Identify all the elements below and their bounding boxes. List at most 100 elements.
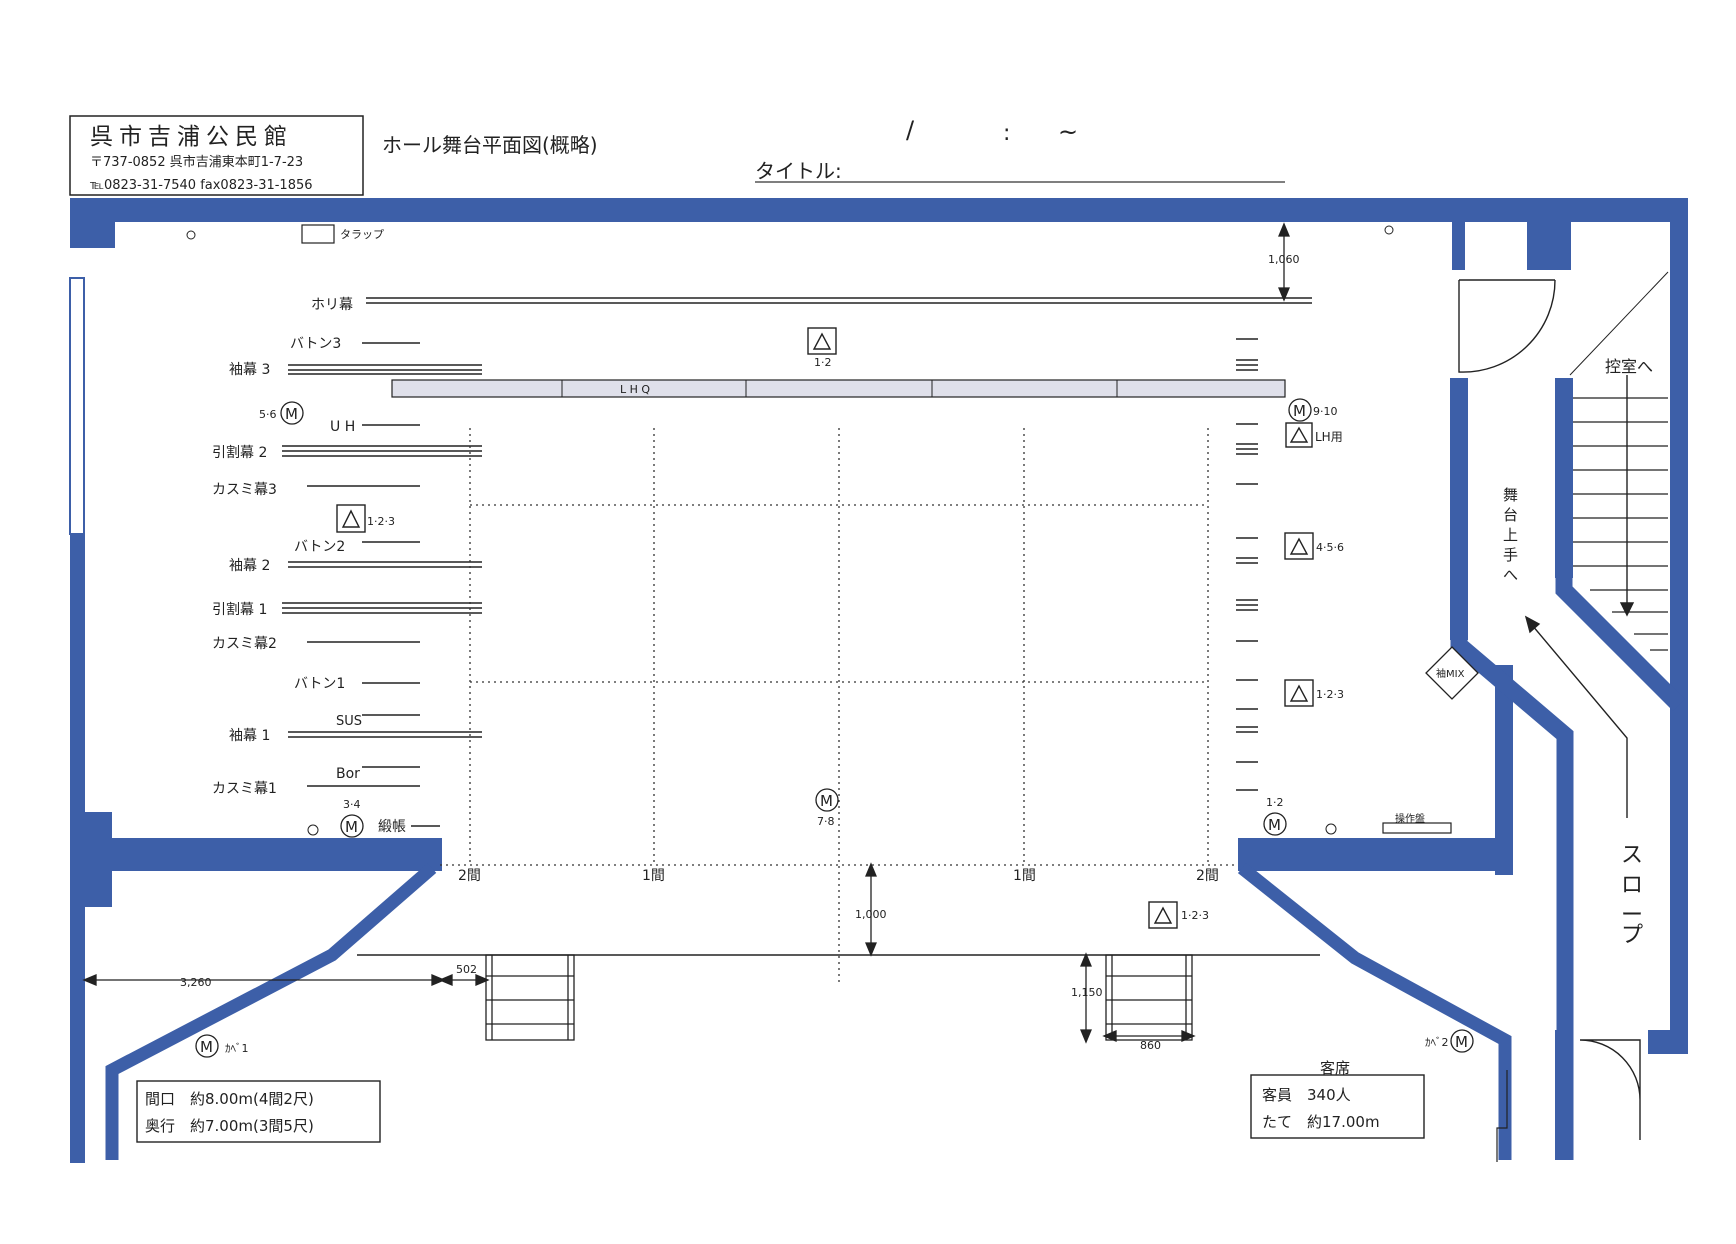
walls bbox=[70, 198, 1688, 1163]
dim-1000-arrow bbox=[865, 862, 877, 957]
far-right-wall bbox=[1670, 198, 1688, 1054]
slope-char-4: プ bbox=[1621, 923, 1643, 948]
lhq-dividers bbox=[561, 380, 1118, 397]
slope-char-2: ロ bbox=[1621, 873, 1643, 898]
dim-502-arrow bbox=[438, 974, 490, 986]
console-label: 操作盤 bbox=[1395, 812, 1425, 825]
title-field-label: タイトル: bbox=[755, 159, 842, 183]
kasumi1-label: カスミ幕1 bbox=[212, 781, 277, 797]
stage-size-box bbox=[136, 1080, 381, 1143]
hall-capacity: 客員 340人 bbox=[1262, 1086, 1351, 1104]
date-slash: / bbox=[906, 116, 915, 144]
m-outlet-9-10: M bbox=[1288, 398, 1312, 422]
triangle-box-lh bbox=[1285, 422, 1313, 448]
stairs bbox=[1573, 397, 1668, 651]
m-outlet-7-8: M bbox=[815, 788, 839, 812]
horizon-label: ホリ幕 bbox=[311, 297, 353, 313]
kasumi2-label: カスミ幕2 bbox=[212, 636, 277, 652]
dim-860: 860 bbox=[1140, 1039, 1161, 1052]
angled-walls bbox=[105, 570, 1686, 1160]
m-letter: M bbox=[1268, 816, 1281, 834]
sode3-label: 袖幕 3 bbox=[229, 362, 270, 378]
front-stairs-left bbox=[485, 954, 575, 1041]
kamimix-label: 袖MIX bbox=[1436, 667, 1465, 680]
dim-1150-arrow bbox=[1080, 952, 1092, 1044]
slope-arrow bbox=[1524, 615, 1628, 818]
triangle-1-2-top-label: 1·2 bbox=[814, 356, 832, 369]
dim-860-arrow bbox=[1102, 1030, 1196, 1042]
triangle-1-2-3-right-label: 1·2·3 bbox=[1316, 688, 1344, 701]
slope-char-3: ー bbox=[1621, 903, 1643, 928]
left-window bbox=[69, 277, 85, 535]
m-outlet-5-6-label: 5·6 bbox=[259, 408, 277, 421]
slope-char-1: ス bbox=[1621, 843, 1643, 868]
hall-length: たて 約17.00m bbox=[1262, 1113, 1380, 1131]
m-outlet-kabe2-label: ｶﾍﾞ2 bbox=[1425, 1036, 1449, 1049]
m-outlet-kabe1: M bbox=[195, 1034, 219, 1058]
m-letter: M bbox=[345, 818, 358, 836]
hikaeshitsu-label: 控室へ bbox=[1605, 357, 1653, 376]
batten3-label: バトン3 bbox=[290, 336, 341, 352]
dim-1060-arrow bbox=[1278, 222, 1290, 302]
triangle-1-2-3-left-label: 1·2·3 bbox=[367, 515, 395, 528]
dim-3260: 3,260 bbox=[180, 976, 212, 989]
m-outlet-kabe1-label: ｶﾍﾞ1 bbox=[225, 1042, 249, 1055]
tarappu-box bbox=[301, 224, 335, 244]
stage-width: 間口 約8.00m(4間2尺) bbox=[145, 1090, 314, 1108]
far-right-bottom bbox=[1648, 1030, 1688, 1054]
uh-label: U H bbox=[330, 419, 355, 435]
outlet-icon-left-front bbox=[307, 824, 319, 836]
batten1-label: バトン1 bbox=[294, 676, 345, 692]
dim-502: 502 bbox=[456, 963, 477, 976]
proscenium-right bbox=[1238, 838, 1510, 871]
kamite-char-1: 舞 bbox=[1503, 486, 1518, 504]
outlet-icon-top-right bbox=[1384, 225, 1394, 235]
stair-hatch bbox=[1569, 271, 1669, 376]
kamite-char-2: 台 bbox=[1503, 506, 1518, 524]
batten2-label: バトン2 bbox=[294, 539, 345, 555]
bor-label: Bor bbox=[336, 766, 360, 782]
hikiwari1-label: 引割幕 1 bbox=[212, 601, 267, 618]
m-outlet-7-8-label: 7·8 bbox=[817, 815, 835, 828]
dim-1060: 1,060 bbox=[1268, 253, 1300, 266]
stairs-diagonal-wall bbox=[1555, 570, 1686, 712]
time-colon: : bbox=[1003, 121, 1010, 146]
kamite-char-5: へ bbox=[1503, 566, 1518, 584]
outlet-icon-right-front bbox=[1325, 823, 1337, 835]
right-curtain-lines bbox=[1236, 338, 1258, 791]
dim-1150: 1,150 bbox=[1071, 986, 1103, 999]
left-wall-upper bbox=[70, 530, 85, 810]
corridor-left-diagonal bbox=[1450, 630, 1574, 1160]
kamite-char-3: 上 bbox=[1503, 526, 1518, 544]
proscenium-left bbox=[100, 838, 442, 871]
dim-1000: 1,000 bbox=[855, 908, 887, 921]
door-lower-right bbox=[1579, 1039, 1641, 1140]
triangle-1-2-3-front-label: 1·2·3 bbox=[1181, 909, 1209, 922]
triangle-box-1-2-3-right bbox=[1284, 679, 1314, 707]
stage-grid bbox=[440, 428, 1238, 985]
org-info-box bbox=[69, 115, 364, 196]
lhq-bar bbox=[391, 379, 1286, 398]
outlet-icon-top-left bbox=[186, 230, 196, 240]
m-letter: M bbox=[1293, 402, 1306, 420]
triangle-box-1-2-top bbox=[807, 327, 837, 355]
m-outlet-1-2: M bbox=[1263, 812, 1287, 836]
triangle-4-5-6-label: 4·5·6 bbox=[1316, 541, 1344, 554]
dim-3260-arrow bbox=[82, 974, 446, 986]
hikaeshitsu-arrow bbox=[1619, 375, 1635, 617]
grid-label-left1: 1間 bbox=[642, 868, 665, 884]
triangle-box-1-2-3-left bbox=[336, 504, 366, 533]
top-wall bbox=[70, 198, 1686, 222]
kasumi3-label: カスミ幕3 bbox=[212, 482, 277, 498]
kamimix-diamond bbox=[1425, 646, 1479, 700]
org-name: 呉市吉浦公民館 bbox=[90, 124, 293, 150]
m-letter: M bbox=[1455, 1033, 1468, 1051]
sheet-title: ホール舞台平面図(概略) bbox=[382, 133, 598, 157]
m-outlet-1-2-label: 1·2 bbox=[1266, 796, 1284, 809]
triangle-box-4-5-6 bbox=[1284, 532, 1314, 560]
left-curtain-lines bbox=[282, 342, 482, 827]
triangle-lh-label: LH用 bbox=[1315, 430, 1343, 444]
sus-label: SUS bbox=[336, 714, 362, 729]
